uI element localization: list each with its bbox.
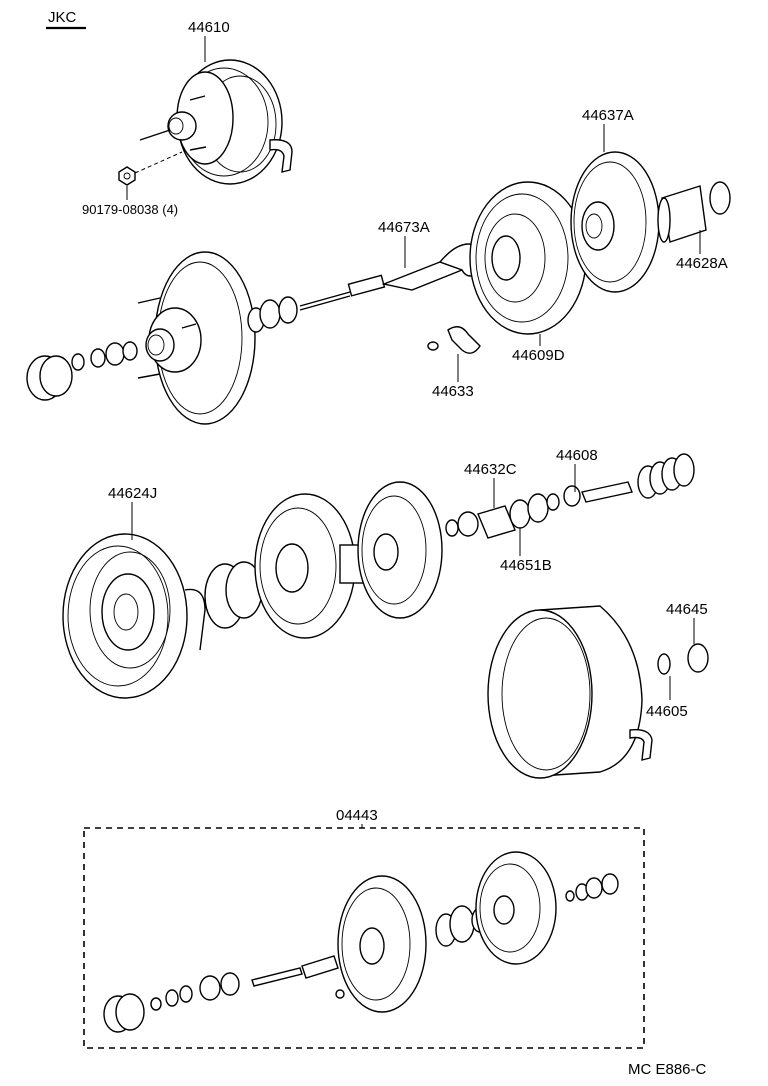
booster-label: 44610 [188,19,230,62]
part-44624J-label: 44624J [108,485,157,502]
part-44651B-label: 44651B [500,557,552,574]
rear-shell-plate[interactable] [570,151,660,293]
part-44637A-label: 44637A [582,107,634,124]
part-44609D-label: 44609D [512,347,565,364]
seal-washer-set[interactable] [657,643,709,675]
part-44673A-label: 44673A [378,219,430,236]
center-diaphragm-set[interactable] [204,481,443,639]
diaphragm-plate[interactable] [469,181,587,335]
nut[interactable] [118,151,183,186]
front-housing[interactable] [487,605,653,779]
push-rod[interactable] [381,243,485,291]
reaction-disc-parts[interactable] [247,274,386,333]
diagram-header: JKC [46,9,86,30]
boot-sleeve[interactable] [657,181,731,243]
booster-assembly[interactable] [139,59,293,185]
part-04443-label: 04443 [336,807,378,824]
kit-dashed-frame [83,827,645,1049]
rear-shell[interactable] [62,533,206,699]
kit-bracket: 04443 [83,807,645,1049]
valve-parts[interactable] [445,481,633,539]
part-44605-label: 44605 [646,703,688,720]
part-44608-label: 44608 [556,447,598,464]
return-spring[interactable] [637,453,695,499]
part-44632C-label: 44632C [464,461,517,478]
model-code: JKC [48,9,77,26]
key-retainer[interactable] [427,326,481,354]
front-shell[interactable] [137,251,256,425]
part-44633-label: 44633 [432,383,474,400]
part-90179-label: 90179-08038 (4) [82,202,178,217]
footer-code: MC E886-C [628,1061,707,1078]
part-44610-label: 44610 [188,19,230,36]
kit-parts[interactable] [103,851,619,1033]
part-44645-label: 44645 [666,601,708,618]
front-seal-parts[interactable] [26,341,138,401]
part-44628A-label: 44628A [676,255,728,272]
